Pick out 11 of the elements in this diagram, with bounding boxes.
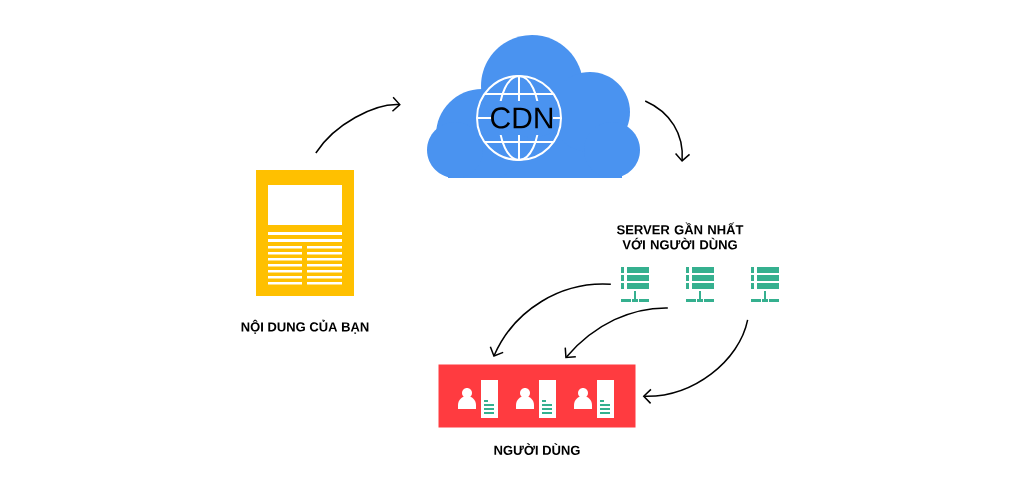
server-icon [621,267,649,302]
arrow [644,100,691,162]
node-label: NGƯỜI DÙNG [494,443,580,455]
arrow [315,96,401,154]
server-icon [686,267,714,302]
group-label: SERVER GẦN NHẤT VỚI NGƯỜI DÙNG [616,222,744,250]
server-icon [751,267,779,302]
arrow [564,307,669,359]
arrow [489,283,612,357]
arrow [642,319,749,405]
cloud: CDN [427,35,640,200]
